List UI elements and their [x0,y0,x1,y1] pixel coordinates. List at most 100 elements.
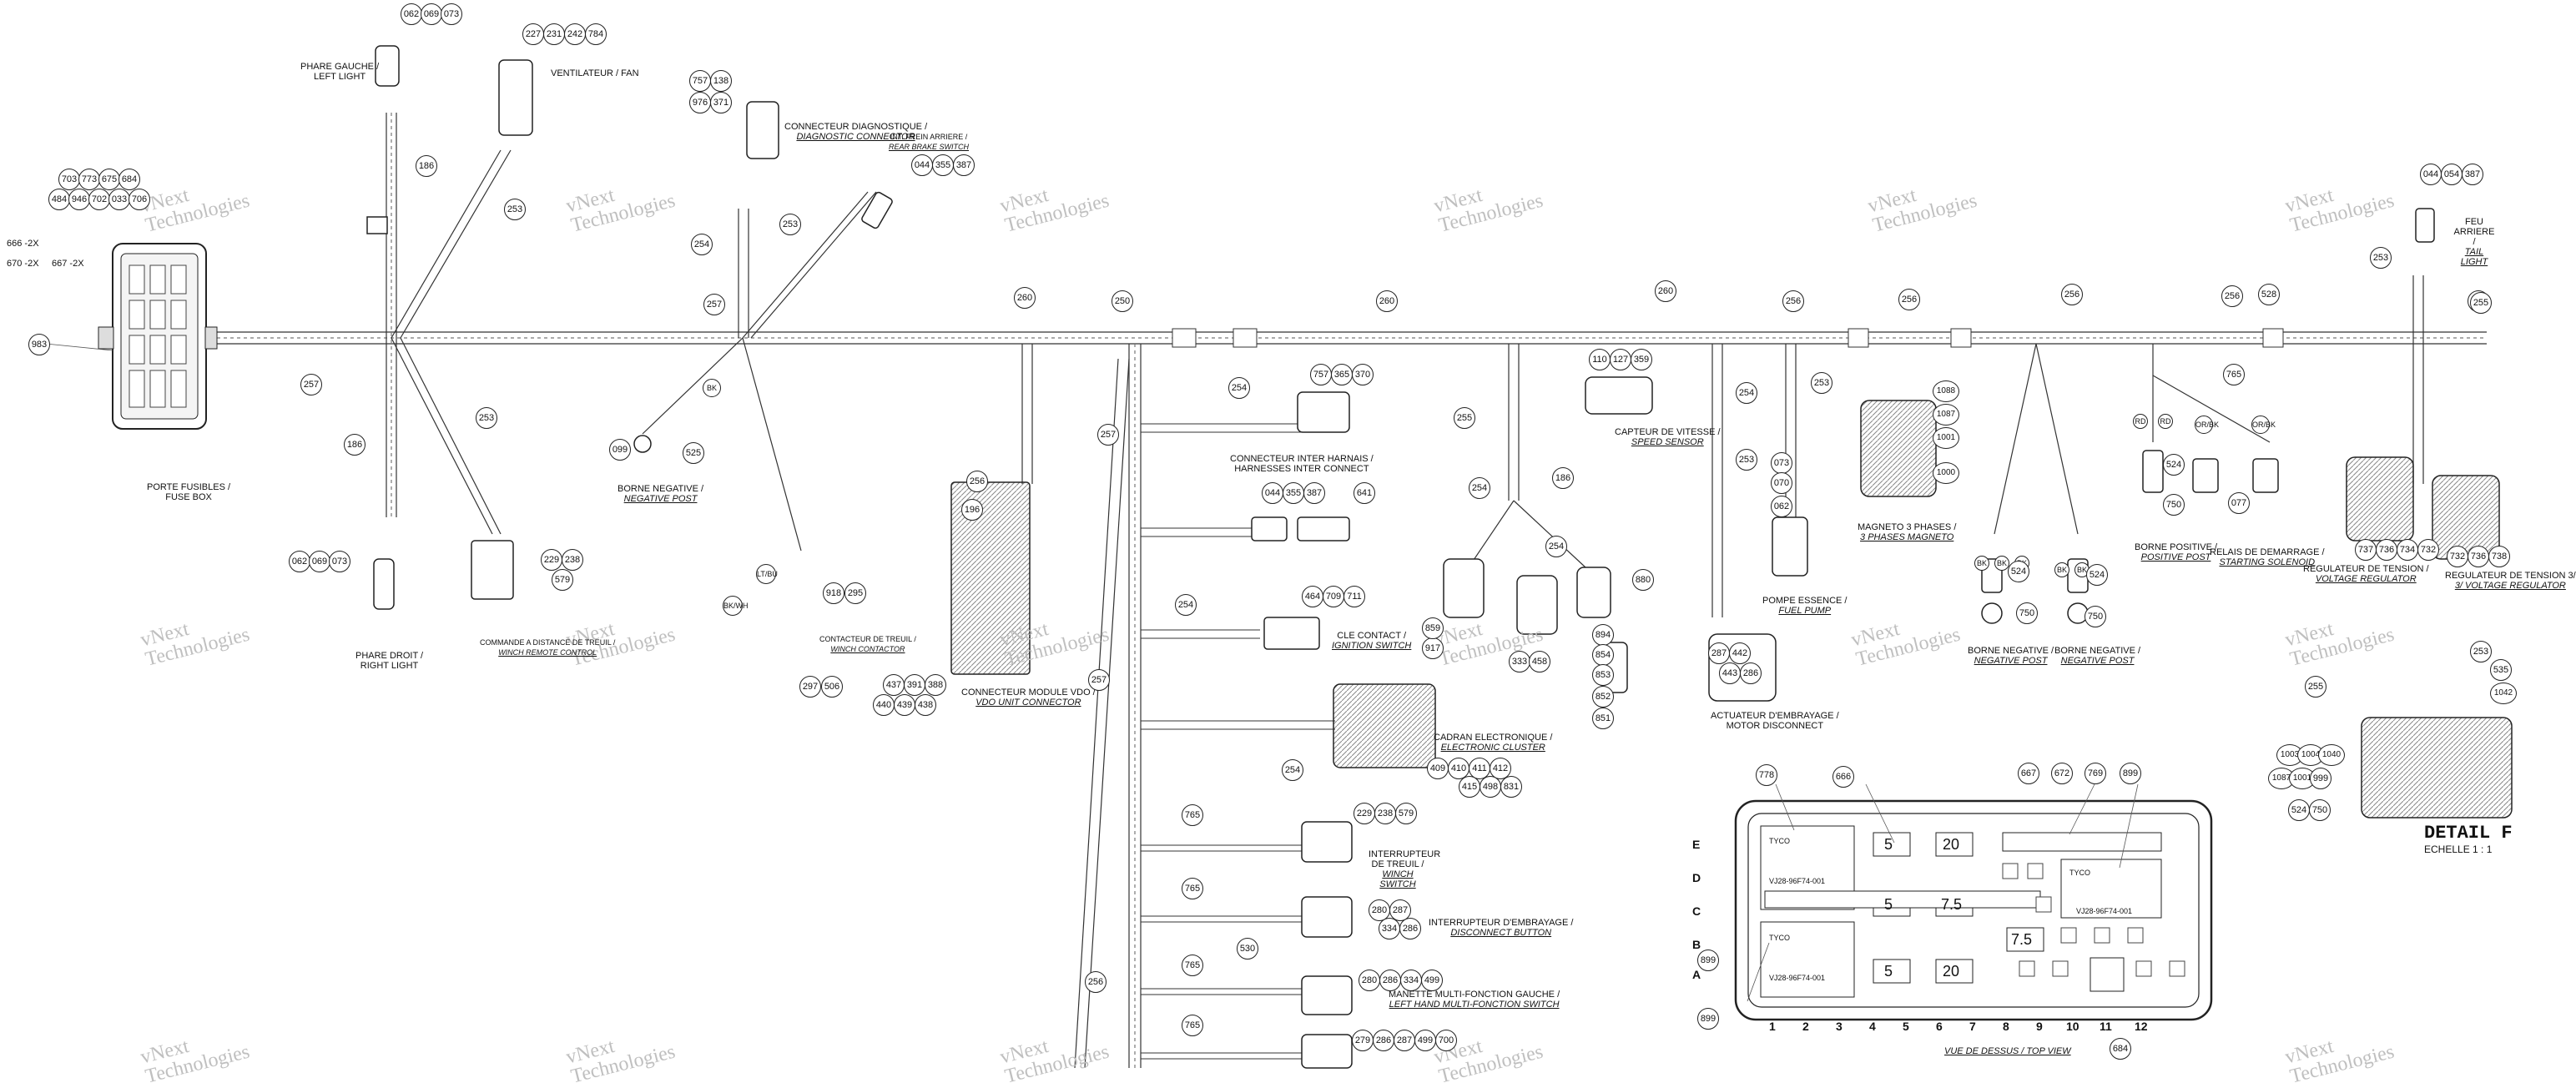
ref-bubble-280: 280 [1359,970,1380,991]
ref-bubble-784: 784 [585,23,607,45]
wire-color-rd-1: RD [2133,414,2148,429]
fusebox-col: 11 [2100,1020,2112,1033]
fuse-rating: 5 [1884,836,1893,853]
ref-bubble-231: 231 [543,23,565,45]
ref-bubble-254: 254 [1175,594,1197,616]
ref-bubble-062: 062 [401,3,422,25]
ref-bubble-334: 334 [1379,918,1400,939]
ref-bubble-1040: 1040 [2318,744,2345,766]
ref-bubble-359: 359 [1631,349,1652,370]
ref-bubble-484: 484 [48,189,70,210]
fusebox-row-d: D [1692,871,1701,884]
ref-bubble-765: 765 [1182,804,1203,826]
leader-lines [45,343,2139,1002]
ref-bubble-044: 044 [911,154,933,176]
ref-bubble-684: 684 [2110,1038,2131,1060]
wire-color-lt-bu: LT/BU [756,564,778,584]
wire-color-bk-wt: BK/WH [723,596,749,616]
ref-bubble-286: 286 [1740,662,1762,684]
wire-color-bk: BK [703,379,721,397]
ref-bubble-255: 255 [1454,407,1475,429]
ref-bubble-254: 254 [1545,536,1567,557]
ref-bubble-287: 287 [1389,899,1411,921]
ref-bubble-073: 073 [329,551,350,572]
wire-color-or-bk-1: OR/BK [2195,416,2219,434]
ref-bubble-260: 260 [1376,290,1398,312]
ref-bubble-256: 256 [2061,284,2083,305]
fuse-box-detail [1734,799,2213,1021]
fusebox-col: 3 [1836,1020,1843,1033]
ref-bubble-765: 765 [1182,1015,1203,1036]
ref-bubble-706: 706 [129,189,150,210]
ref-bubble-255: 255 [2470,292,2492,314]
label-diagnostic-connector: CONNECTEUR DIAGNOSTIQUE /DIAGNOSTIC CONN… [784,122,928,142]
tyco-label-3: TYCO [2069,869,2091,877]
fusebox-ref-667: 667 -2X [52,259,84,269]
ref-bubble-437: 437 [883,674,905,696]
ref-bubble-524: 524 [2086,564,2108,586]
ref-bubble-506: 506 [821,676,843,698]
label-voltage-regulator-1: REGULATEUR DE TENSION /VOLTAGE REGULATOR [2303,564,2429,584]
label-negative-post-3: BORNE NEGATIVE /NEGATIVE POST [2054,646,2141,666]
fuse-box-left [98,243,218,430]
ref-bubble-734: 734 [2397,539,2418,561]
ref-bubble-918: 918 [823,582,844,604]
center-horizontal-branches [1141,423,1335,1060]
ref-bubble-260: 260 [1014,287,1036,309]
ref-bubble-229: 229 [1354,803,1375,824]
ref-bubble-831: 831 [1500,776,1522,798]
ref-bubble-851: 851 [1592,708,1614,729]
ref-bubble-254: 254 [691,234,713,255]
ref-bubble-666: 666 [1832,766,1854,788]
ref-bubble-370: 370 [1352,364,1374,385]
ref-bubble-257: 257 [1088,669,1110,691]
label-fan: VENTILATEUR / FAN [551,68,639,78]
ref-bubble-257: 257 [300,374,322,395]
ref-bubble-732: 732 [2417,539,2439,561]
ref-bubble-438: 438 [915,694,936,716]
label-top-view: VUE DE DESSUS / TOP VIEW [1944,1046,2071,1056]
ref-bubble-579: 579 [552,569,573,591]
wire-color-bk-3: BK [1994,556,2009,571]
ref-bubble-073: 073 [1771,452,1792,474]
ref-bubble-069: 069 [309,551,330,572]
ref-bubble-750: 750 [2309,799,2331,821]
fusebox-col: 8 [2003,1020,2009,1033]
ref-bubble-737: 737 [2355,539,2377,561]
fusebox-col: 12 [2135,1020,2148,1033]
ref-bubble-899: 899 [1697,949,1719,971]
label-magneto: MAGNETO 3 PHASES /3 PHASES MAGNETO [1858,522,1957,542]
fusebox-row-c: C [1692,904,1701,918]
ref-bubble-073: 073 [441,3,462,25]
label-left-light: PHARE GAUCHE /LEFT LIGHT [300,62,380,82]
fusebox-row-a: A [1692,968,1701,981]
tyco-label-1: TYCO [1769,837,1791,845]
ref-bubble-253: 253 [1811,372,1832,394]
ref-bubble-260: 260 [1655,280,1676,302]
fusebox-ref-666: 666 -2X [7,239,39,249]
ref-bubble-458: 458 [1529,651,1550,672]
part-number-3: VJ28-96F74-001 [2076,907,2133,915]
ref-bubble-738: 738 [2488,546,2510,567]
label-ignition-switch: CLE CONTACT /IGNITION SWITCH [1332,631,1412,651]
ref-bubble-229: 229 [541,549,562,571]
connector-shapes [366,45,2513,1069]
label-disconnect-button: INTERRUPTEUR D'EMBRAYAGE /DISCONNECT BUT… [1429,918,1574,938]
ref-bubble-859: 859 [1422,617,1444,639]
wiring-diagram-canvas [45,45,2513,1069]
wire-color-bk-5: BK [2054,562,2069,577]
ref-bubble-387: 387 [1303,482,1325,504]
label-harness-interconnect: CONNECTEUR INTER HARNAIS /HARNESSES INTE… [1230,454,1374,474]
ref-bubble-110: 110 [1589,349,1611,370]
tyco-label-2: TYCO [1769,934,1791,942]
ref-bubble-976: 976 [689,92,711,113]
main-harness-trunk [217,331,2487,345]
label-electronic-cluster: CADRAN ELECTRONIQUE /ELECTRONIC CLUSTER [1434,733,1553,753]
ref-bubble-334: 334 [1400,970,1422,991]
ref-bubble-765: 765 [1182,878,1203,899]
ref-bubble-333: 333 [1509,651,1530,672]
ref-bubble-127: 127 [1610,349,1631,370]
ref-bubble-917: 917 [1422,637,1444,659]
part-number-1: VJ28-96F74-001 [1769,877,1826,885]
fusebox-col: 4 [1869,1020,1876,1033]
